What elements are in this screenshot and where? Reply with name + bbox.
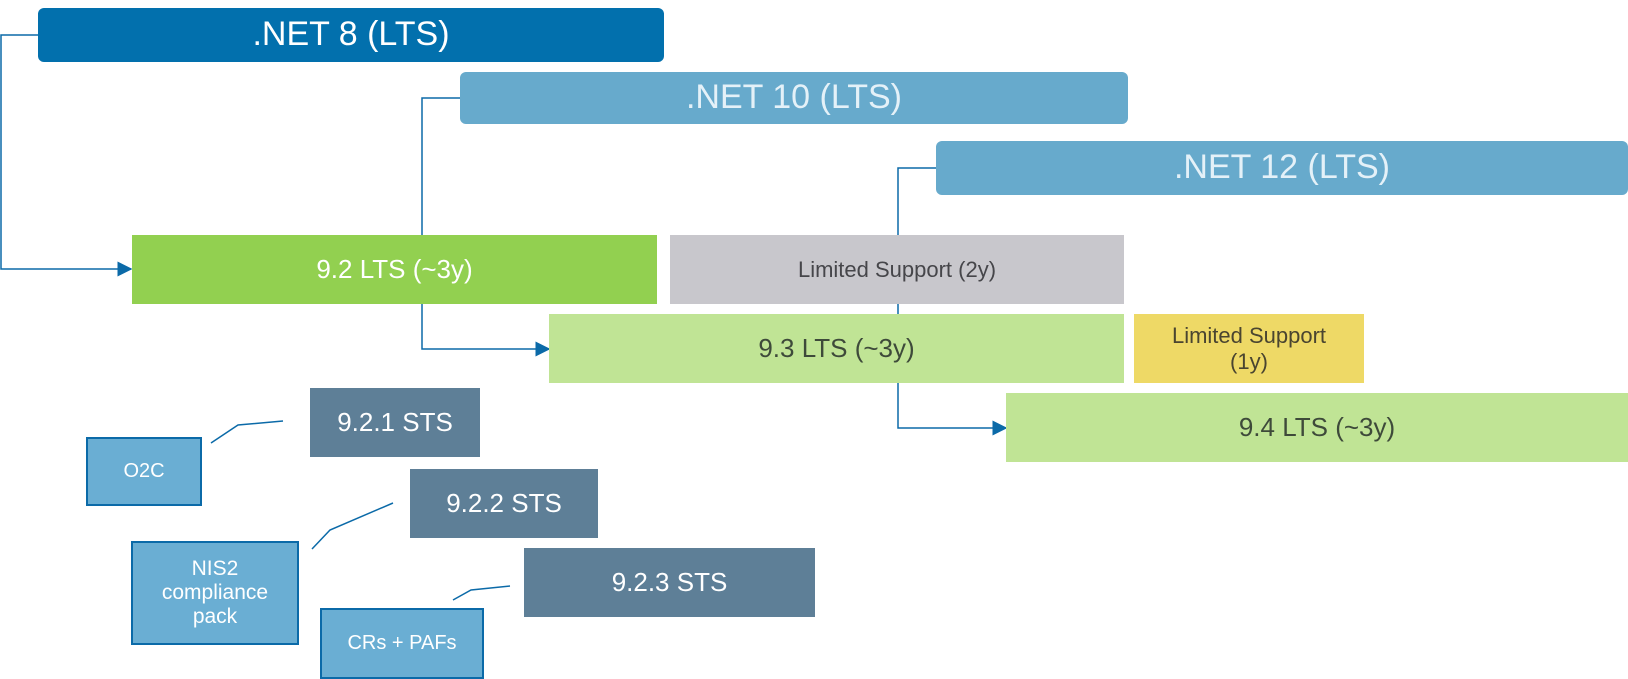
net10-lts-bar: .NET 10 (LTS) bbox=[460, 72, 1128, 124]
release-9-2-lts-bar: 9.2 LTS (~3y) bbox=[132, 235, 657, 304]
sts-9-2-1-box: 9.2.1 STS bbox=[310, 388, 480, 457]
sts-9-2-3-box: 9.2.3 STS bbox=[524, 548, 815, 617]
connector-net8-to-9-2 bbox=[0, 34, 133, 277]
limited-support-2y-bar: Limited Support (2y) bbox=[670, 235, 1124, 304]
note-nis2-compliance-pack-box: NIS2 compliance pack bbox=[131, 541, 299, 645]
connector-net10-to-9-3 bbox=[421, 97, 551, 357]
callout-o2c bbox=[210, 420, 284, 444]
release-9-3-lts-bar: 9.3 LTS (~3y) bbox=[549, 314, 1124, 383]
callout-crs bbox=[452, 585, 511, 601]
sts-9-2-2-box: 9.2.2 STS bbox=[410, 469, 598, 538]
net8-lts-bar: .NET 8 (LTS) bbox=[38, 8, 664, 62]
note-o2c-box: O2C bbox=[86, 437, 202, 506]
net12-lts-bar: .NET 12 (LTS) bbox=[936, 141, 1628, 195]
callout-nis2 bbox=[311, 502, 394, 550]
note-crs-pafs-box: CRs + PAFs bbox=[320, 608, 484, 679]
release-9-4-lts-bar: 9.4 LTS (~3y) bbox=[1006, 393, 1628, 462]
limited-support-1y-bar: Limited Support (1y) bbox=[1134, 314, 1364, 383]
